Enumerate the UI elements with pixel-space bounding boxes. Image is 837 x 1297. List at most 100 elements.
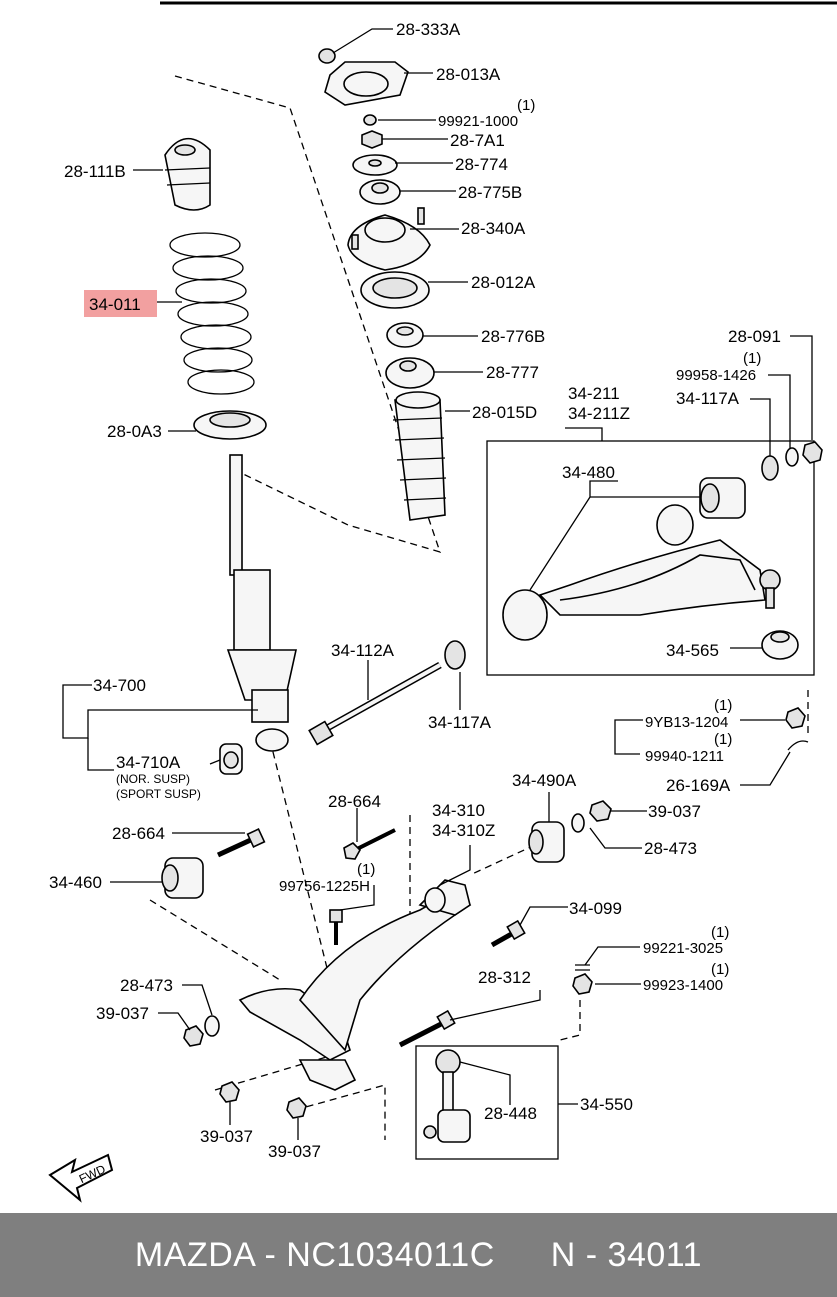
bushing-34-490A <box>528 821 565 863</box>
pin-26-169A <box>787 740 809 751</box>
plate-28-013A <box>324 61 409 106</box>
label-28-776B: 28-776B <box>481 327 545 346</box>
nut-28-333A <box>318 48 336 64</box>
balljoint-34-550 <box>423 1049 471 1143</box>
bolt-34-099 <box>490 919 526 948</box>
bolt-99756 <box>329 909 343 945</box>
seat-28-012A <box>360 271 430 309</box>
leader-lines <box>62 28 813 1140</box>
label-34-490A: 34-490A <box>512 771 577 790</box>
damper-34-700 <box>226 454 297 752</box>
strut-lower-guide <box>269 739 346 1041</box>
nut-39-037-c <box>219 1081 240 1103</box>
label-34-565: 34-565 <box>666 641 719 660</box>
label-9YB13-1204: 9YB13-1204 <box>645 714 728 731</box>
label-39-037-b: 39-037 <box>96 1004 149 1023</box>
qty-99756-1225H: (1) <box>357 861 375 878</box>
footer-reference: N - 34011 <box>550 1235 703 1274</box>
label-34-710A: 34-710A <box>116 753 181 772</box>
label-28-775B: 28-775B <box>458 183 522 202</box>
label-28-777: 28-777 <box>486 363 539 382</box>
label-34-310: 34-310 <box>432 801 485 820</box>
washer-28-774 <box>352 154 398 176</box>
highlight-box-34-011 <box>84 290 157 317</box>
nut-39-037-d <box>286 1097 307 1119</box>
nut-99921-1000 <box>363 114 377 126</box>
label-99921-1000: 99921-1000 <box>438 113 518 130</box>
bushing-34-480 <box>699 477 746 519</box>
bumper-28-776B <box>386 322 424 348</box>
nut-39-037-a <box>589 800 612 822</box>
bottom-guide-3 <box>559 1000 581 1041</box>
fwd-arrow: FWD <box>48 1153 114 1203</box>
balljoint-box <box>415 1045 559 1160</box>
label-99756-1225H: 99756-1225H <box>279 878 370 895</box>
label-28-473-a: 28-473 <box>644 839 697 858</box>
note-nor-susp: (NOR. SUSP) <box>116 772 190 786</box>
label-34-011: 34-011 <box>89 295 141 314</box>
boot-34-565 <box>761 630 799 660</box>
label-34-700: 34-700 <box>93 676 146 695</box>
label-39-037-d: 39-037 <box>268 1142 321 1161</box>
balljoint-stud <box>759 569 781 609</box>
label-28-333A: 28-333A <box>396 20 461 39</box>
label-34-550: 34-550 <box>580 1095 633 1114</box>
boot-28-015D <box>392 391 447 521</box>
spring-group-guide <box>174 75 442 553</box>
label-28-664-a: 28-664 <box>112 824 165 843</box>
bolt-guide-2 <box>469 844 536 876</box>
label-26-169A: 26-169A <box>666 776 731 795</box>
clip-99221-3025 <box>575 964 590 971</box>
label-34-117A-bot: 34-117A <box>428 713 492 732</box>
footer-bar: MAZDA - NC1034011C N - 34011 <box>0 1213 837 1297</box>
bushing-34-710A <box>219 743 243 775</box>
mount-28-340A <box>347 207 431 271</box>
washer-99958 <box>785 447 799 467</box>
label-28-340A: 28-340A <box>461 219 526 238</box>
washer-28-473-a <box>571 813 585 833</box>
bushing-34-460 <box>161 857 204 899</box>
lower-arm-34-310 <box>238 879 472 1091</box>
washer-34-117A-bot <box>444 640 466 670</box>
qty-99940-1211: (1) <box>714 731 732 748</box>
upper-arm-box <box>486 440 815 676</box>
label-28-0A3: 28-0A3 <box>107 422 162 441</box>
label-28-448: 28-448 <box>484 1104 537 1123</box>
bottom-guide-2 <box>294 1084 386 1140</box>
nut-39-037-b <box>183 1025 204 1047</box>
nut-28-091 <box>802 441 823 464</box>
qty-99923-1400: (1) <box>711 961 729 978</box>
label-34-117A-top: 34-117A <box>676 389 740 408</box>
bolt-28-312 <box>398 1009 456 1048</box>
label-28-015D: 28-015D <box>472 403 537 422</box>
note-sport-susp: (SPORT SUSP) <box>116 787 201 801</box>
label-34-211Z: 34-211Z <box>568 404 630 423</box>
bumper-28-111B <box>164 137 211 211</box>
bushing-guide <box>149 899 281 981</box>
bolt-28-664-a <box>216 828 266 858</box>
label-99221-3025: 99221-3025 <box>643 940 723 957</box>
label-99923-1400: 99923-1400 <box>643 977 723 994</box>
nut-99923-1400 <box>572 973 593 995</box>
label-39-037-a: 39-037 <box>648 802 701 821</box>
label-34-310Z: 34-310Z <box>432 821 495 840</box>
qty-99921-1000: (1) <box>517 97 535 114</box>
label-28-664-b: 28-664 <box>328 792 381 811</box>
washer-28-473-b <box>204 1015 220 1037</box>
label-34-460: 34-460 <box>49 873 102 892</box>
qty-9YB13-1204: (1) <box>714 697 732 714</box>
seat-28-0A3 <box>193 410 267 440</box>
fwd-label: FWD <box>77 1162 108 1186</box>
label-34-099: 34-099 <box>569 899 622 918</box>
bolt-28-664-b <box>343 828 396 860</box>
label-28-013A: 28-013A <box>436 65 501 84</box>
bolt-34-112A <box>308 661 442 746</box>
label-34-112A: 34-112A <box>331 641 395 660</box>
label-34-480: 34-480 <box>562 463 615 482</box>
label-28-012A: 28-012A <box>471 273 536 292</box>
nut-9YB13-1204 <box>785 707 806 729</box>
label-99940-1211: 99940-1211 <box>645 748 724 765</box>
label-28-091: 28-091 <box>728 327 781 346</box>
label-34-211: 34-211 <box>568 384 620 403</box>
